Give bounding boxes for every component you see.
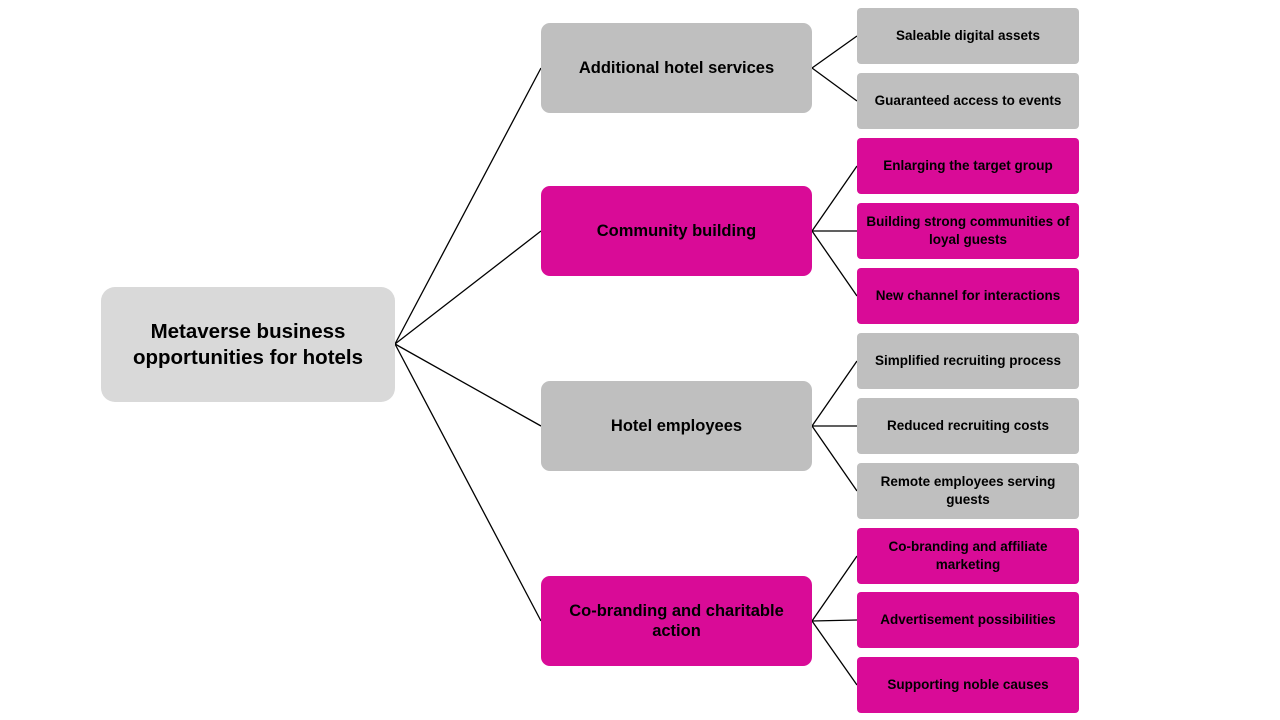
leaf-label: Saleable digital assets [895, 28, 1041, 43]
category-to-leaf-connector [811, 165, 858, 232]
leaf-label: Guaranteed access to events [874, 93, 1062, 108]
category-co-branding-and-charitable-action: Co-branding and charitable action [541, 576, 812, 666]
leaf-label: Supporting noble causes [887, 677, 1049, 692]
leaf-label: Co-branding and affiliate marketing [888, 539, 1048, 572]
leaf-label: Remote employees serving guests [880, 474, 1056, 507]
root-to-category-connector [394, 343, 542, 427]
leaf-enlarging-the-target-group: Enlarging the target group [857, 138, 1079, 194]
leaf-simplified-recruiting-process: Simplified recruiting process [857, 333, 1079, 389]
root-to-category-connector [394, 67, 542, 345]
category-to-leaf-connector [811, 619, 858, 622]
leaf-supporting-noble-causes: Supporting noble causes [857, 657, 1079, 713]
root-node: Metaverse business opportunities for hot… [101, 287, 395, 402]
category-to-leaf-connector [811, 555, 858, 622]
leaf-building-strong-communities: Building strong communities of loyal gue… [857, 203, 1079, 259]
category-community-building: Community building [541, 186, 812, 276]
leaf-advertisement-possibilities: Advertisement possibilities [857, 592, 1079, 648]
category-to-leaf-connector [811, 620, 858, 686]
category-additional-hotel-services: Additional hotel services [541, 23, 812, 113]
category-to-leaf-connector [811, 35, 858, 69]
leaf-label: Building strong communities of loyal gue… [866, 214, 1070, 247]
leaf-label: Enlarging the target group [883, 158, 1053, 173]
leaf-label: New channel for interactions [875, 288, 1061, 303]
category-label: Co-branding and charitable action [569, 602, 784, 640]
leaf-label: Simplified recruiting process [874, 353, 1062, 368]
root-to-category-connector [394, 343, 542, 622]
category-to-leaf-connector [811, 425, 858, 492]
leaf-guaranteed-access-to-events: Guaranteed access to events [857, 73, 1079, 129]
leaf-label: Reduced recruiting costs [886, 418, 1050, 433]
root-node-label: Metaverse business opportunities for hot… [132, 319, 364, 369]
category-label: Hotel employees [610, 417, 743, 435]
category-to-leaf-connector [811, 67, 858, 102]
category-hotel-employees: Hotel employees [541, 381, 812, 471]
category-label: Community building [596, 222, 757, 240]
leaf-reduced-recruiting-costs: Reduced recruiting costs [857, 398, 1079, 454]
category-to-leaf-connector [811, 230, 858, 297]
leaf-saleable-digital-assets: Saleable digital assets [857, 8, 1079, 64]
leaf-new-channel-for-interactions: New channel for interactions [857, 268, 1079, 324]
leaf-label: Advertisement possibilities [880, 612, 1056, 627]
category-label: Additional hotel services [578, 59, 775, 77]
leaf-co-branding-and-affiliate-marketing: Co-branding and affiliate marketing [857, 528, 1079, 584]
leaf-remote-employees-serving-guests: Remote employees serving guests [857, 463, 1079, 519]
root-to-category-connector [394, 230, 542, 345]
category-to-leaf-connector [811, 360, 858, 427]
